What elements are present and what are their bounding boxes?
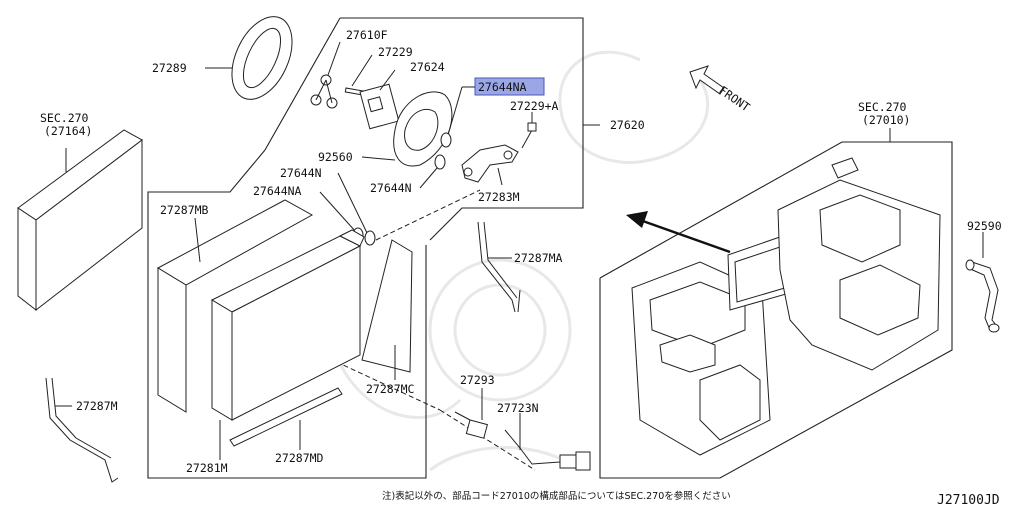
frame-upper-left xyxy=(264,17,341,151)
label-92590: 92590 xyxy=(967,219,1002,233)
cabin-filter-sec270-27164 xyxy=(17,129,143,312)
label-92560: 92560 xyxy=(318,150,353,164)
label-27281M: 27281M xyxy=(186,461,228,475)
frame-upper xyxy=(340,17,584,241)
label-27644N-left: 27644N xyxy=(280,166,322,180)
seal-27287MC xyxy=(361,239,413,373)
front-arrow-icon xyxy=(689,65,725,95)
front-label: FRONT xyxy=(716,83,752,114)
label-27624: 27624 xyxy=(410,60,445,74)
label-sec-left-2: (27164) xyxy=(44,124,92,138)
evaporator-27281M xyxy=(210,229,365,421)
label-27644NA-highlighted[interactable]: 27644NA xyxy=(478,80,527,94)
label-sec-right-2: (27010) xyxy=(862,113,910,127)
label-27287MC: 27287MC xyxy=(366,382,415,396)
assembly-direction-arrow-icon xyxy=(626,211,731,254)
label-27287MB: 27287MB xyxy=(160,203,209,217)
sensor-27293 xyxy=(454,411,488,439)
label-27229: 27229 xyxy=(378,45,413,59)
evaporator-case-27287MB xyxy=(156,199,314,413)
frame-right xyxy=(599,141,953,479)
expansion-valve-assembly xyxy=(310,41,453,167)
seal-27287MA xyxy=(477,221,521,313)
filter-27289 xyxy=(205,16,293,100)
frame-main xyxy=(147,149,427,479)
frames xyxy=(147,17,600,479)
footnote: 注)表記以外の、部品コード27010の構成部品についてはSEC.270を参照くだ… xyxy=(382,490,731,502)
label-sec-left-1: SEC.270 xyxy=(40,111,89,125)
label-27289: 27289 xyxy=(152,61,187,75)
label-27229A: 27229+A xyxy=(510,99,559,113)
label-27287MA: 27287MA xyxy=(514,251,563,265)
label-27620: 27620 xyxy=(610,118,645,132)
harness-27723N xyxy=(504,429,591,471)
seal-27287MD xyxy=(229,387,343,447)
label-27283M: 27283M xyxy=(478,190,520,204)
label-27293: 27293 xyxy=(460,373,495,387)
label-27287M: 27287M xyxy=(76,399,118,413)
label-27610F: 27610F xyxy=(346,28,388,42)
label-27644N-mid: 27644N xyxy=(370,181,412,195)
pipe-block-27283M xyxy=(461,144,519,186)
label-27644NA-left: 27644NA xyxy=(253,184,302,198)
seal-27287M xyxy=(45,377,119,483)
diagram-code: J27100JD xyxy=(937,493,1000,508)
bolt-27229A xyxy=(521,112,537,149)
drain-hose-92590 xyxy=(965,259,1000,333)
label-sec-right-1: SEC.270 xyxy=(858,100,907,114)
heater-unit-housing xyxy=(631,157,941,456)
label-27723N: 27723N xyxy=(497,401,539,415)
label-27287MD: 27287MD xyxy=(275,451,324,465)
